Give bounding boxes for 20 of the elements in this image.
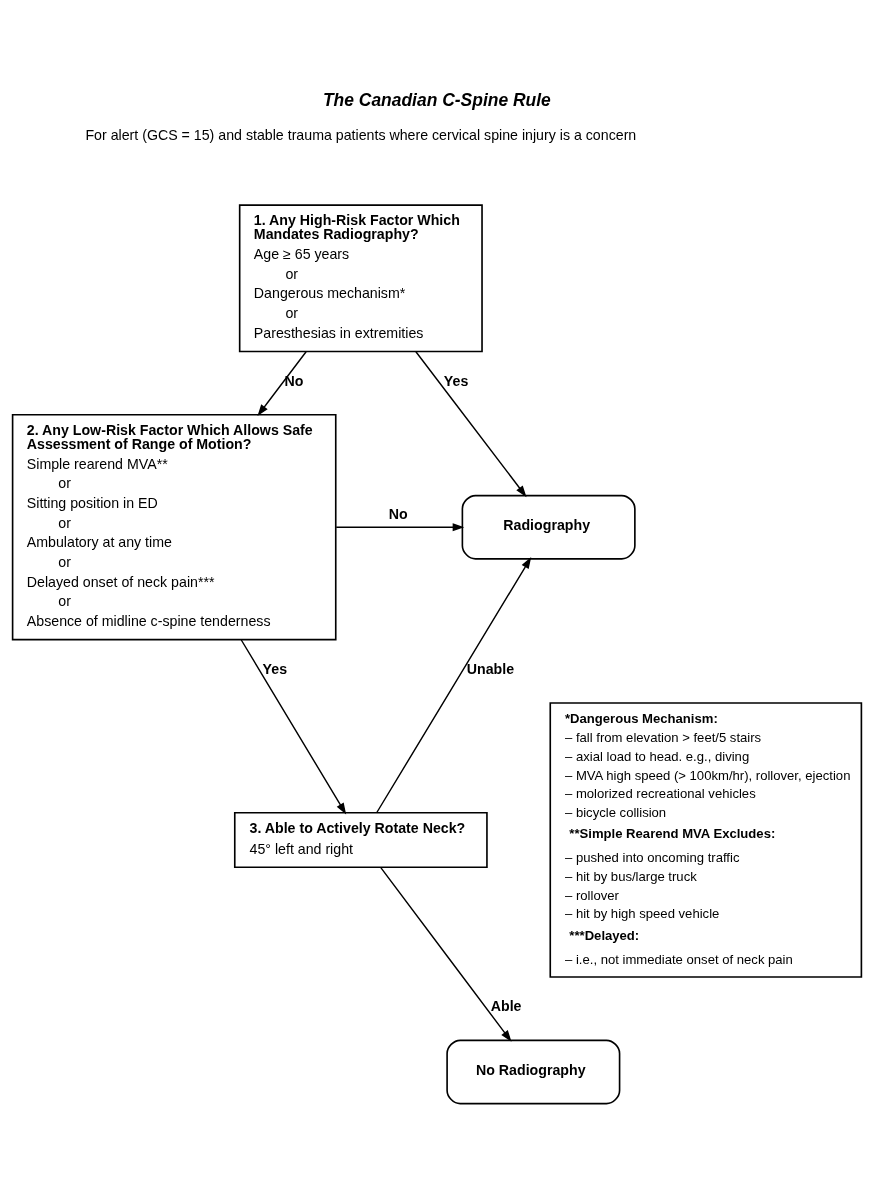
arrow [376, 556, 532, 813]
arrow [415, 350, 527, 497]
node-box: *Dangerous Mechanism: – fall from elevation > feet/5 stairs – axial load to head. e.g., diving – MVA high speed (> 100km/hr), rollover, ejection – molorized recreational vehicles – bicycle collision **Simple Rearend MVA Excludes: – pushed into oncoming traffic – hit by bus/large truck – rollover – hit by high speed vehicle ***Delayed: – i.e., not immediate onset of neck pain [549, 701, 863, 978]
edge-label: No [284, 372, 304, 389]
diagram-title: The Canadian C-Spine Rule [322, 89, 551, 110]
edge-label: Yes [443, 372, 469, 389]
label: For alert (GCS = 15) and stable trauma patients where cervical spine injury is a concern [85, 126, 637, 143]
arrow [379, 866, 512, 1042]
node-box: 2. Any Low-Risk Factor Which Allows Safe Assessment of Range of Motion? Simple rearend MVA** or Sitting position in ED or Ambulatory at any time or Delayed onset of neck pain*** or Absence of midline c-spine tenderness [11, 413, 337, 640]
edge-label: No [388, 505, 408, 522]
edge-label: Unable [466, 660, 515, 677]
node-box: Radiography [461, 494, 636, 560]
edge-label: Able [490, 997, 522, 1014]
node-box: No Radiography [446, 1039, 621, 1104]
arrow [335, 522, 465, 531]
edge-label: Yes [262, 660, 288, 677]
arrow [257, 350, 307, 416]
node-box: 1. Any High-Risk Factor Which Mandates Radiography? Age ≥ 65 years or Dangerous mechanism* or Paresthesias in extremities [238, 203, 483, 352]
node-box: 3. Able to Actively Rotate Neck? 45° left and right [233, 811, 488, 868]
arrow [240, 638, 347, 814]
